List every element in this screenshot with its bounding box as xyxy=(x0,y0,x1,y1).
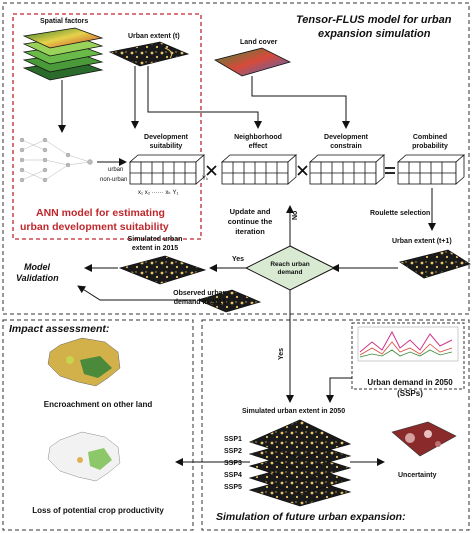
top-panel-border xyxy=(2,2,470,315)
neighborhood-effect-label-2: effect xyxy=(248,143,268,150)
land-cover-label: Land cover xyxy=(240,39,278,46)
update-label-line2: continue the xyxy=(227,217,273,226)
development-suitability-tensor xyxy=(128,154,206,185)
future-simulation-title: Simulation of future urban expansion: xyxy=(216,511,406,523)
combined-probability-label-2: probability xyxy=(412,143,448,150)
tensor-x-labels: x₁ x₂ ······ xₖ Y₁ xyxy=(138,190,179,196)
impact-assessment-title: Impact assessment: xyxy=(9,323,110,335)
development-constrain-label-2: constrain xyxy=(330,143,362,150)
uncertainty-image xyxy=(391,421,457,457)
equals-icon xyxy=(385,167,395,174)
combined-probability-label-1: Combined xyxy=(412,134,448,141)
demand-chart-box xyxy=(351,322,465,390)
loss-crop-label: Loss of potential crop productivity xyxy=(32,506,164,515)
neighborhood-effect-tensor xyxy=(220,154,298,185)
combined-probability-tensor xyxy=(396,154,466,185)
tensor-y-label: Yₖ xyxy=(202,176,209,182)
reach-urban-demand-line2: demand xyxy=(277,269,303,276)
arrows-top xyxy=(58,66,436,466)
development-suitability-label-1: Development xyxy=(144,134,188,141)
simulated-2015-map xyxy=(118,255,207,285)
reach-urban-demand-line1: Reach urban xyxy=(270,261,310,268)
urban-demand-chart xyxy=(357,326,459,362)
model-validation-line1: Model xyxy=(24,262,50,272)
top-panel-title-line1: Tensor-FLUS model for urban xyxy=(296,14,452,26)
yes-down-label: Yes xyxy=(278,347,285,360)
spatial-factors-label: Spatial factors xyxy=(40,18,89,25)
roulette-selection-label: Roulette selection xyxy=(370,210,431,217)
urban-demand-2050-line2: (SSPs) xyxy=(397,389,423,398)
observed-2015-map xyxy=(196,289,262,313)
development-constrain-tensor xyxy=(308,154,386,185)
no-label: No xyxy=(292,210,299,220)
simulated-2050-label: Simulated urban extent in 2050 xyxy=(242,408,346,415)
update-label-line1: Update and xyxy=(229,207,271,216)
encroachment-label: Encroachment on other land xyxy=(43,400,153,409)
observed-label-line2: demand in 2015 xyxy=(173,299,227,306)
land-cover-map xyxy=(213,47,292,77)
model-validation-line2: Validation xyxy=(16,273,59,283)
simulated-2015-label-line1: Simulated urban xyxy=(127,236,183,243)
ssp-maps-stack xyxy=(248,419,352,507)
observed-label-line1: Observed urban xyxy=(173,290,227,297)
simulated-2015-label-line2: extent in 2015 xyxy=(131,245,179,252)
urban-row-label: urban xyxy=(108,167,124,173)
urban-demand-2050-line1: Urban demand in 2050 xyxy=(367,378,453,387)
reach-urban-demand-diamond xyxy=(244,245,336,291)
ann-network-icon xyxy=(19,137,93,183)
china-map-encroachment xyxy=(47,337,121,387)
ssp4-label: SSP4 xyxy=(224,472,242,479)
ann-red-box xyxy=(12,13,202,240)
future-panel-border xyxy=(201,319,470,531)
ssp3-label: SSP3 xyxy=(224,460,242,467)
top-panel-title-line2: expansion simulation xyxy=(318,28,431,40)
update-label-line3: iteration xyxy=(235,227,265,236)
yes-left-label: Yes xyxy=(232,256,245,263)
urban-extent-t1-label: Urban extent (t+1) xyxy=(392,238,452,245)
urban-extent-t1-map xyxy=(399,249,471,279)
development-suitability-label-2: suitability xyxy=(149,143,183,150)
ssp1-label: SSP1 xyxy=(224,436,242,443)
ann-label-line2: urban development suitability xyxy=(20,221,169,233)
neighborhood-effect-label-1: Neighborhood xyxy=(234,134,282,141)
spatial-factors-stack xyxy=(22,27,104,81)
urban-extent-t-map xyxy=(108,41,190,67)
impact-panel-border xyxy=(2,319,194,531)
multiply-icon-1 xyxy=(206,165,217,176)
uncertainty-label: Uncertainty xyxy=(398,472,437,479)
multiply-icon-2 xyxy=(297,165,308,176)
urban-extent-t-label: Urban extent (t) xyxy=(128,33,180,40)
development-constrain-label-1: Development xyxy=(324,134,368,141)
ann-label-line1: ANN model for estimating xyxy=(36,207,165,219)
ssp5-label: SSP5 xyxy=(224,484,242,491)
non-urban-row-label: non-urban xyxy=(100,177,128,183)
china-map-crop-loss xyxy=(47,431,121,482)
ssp2-label: SSP2 xyxy=(224,448,242,455)
